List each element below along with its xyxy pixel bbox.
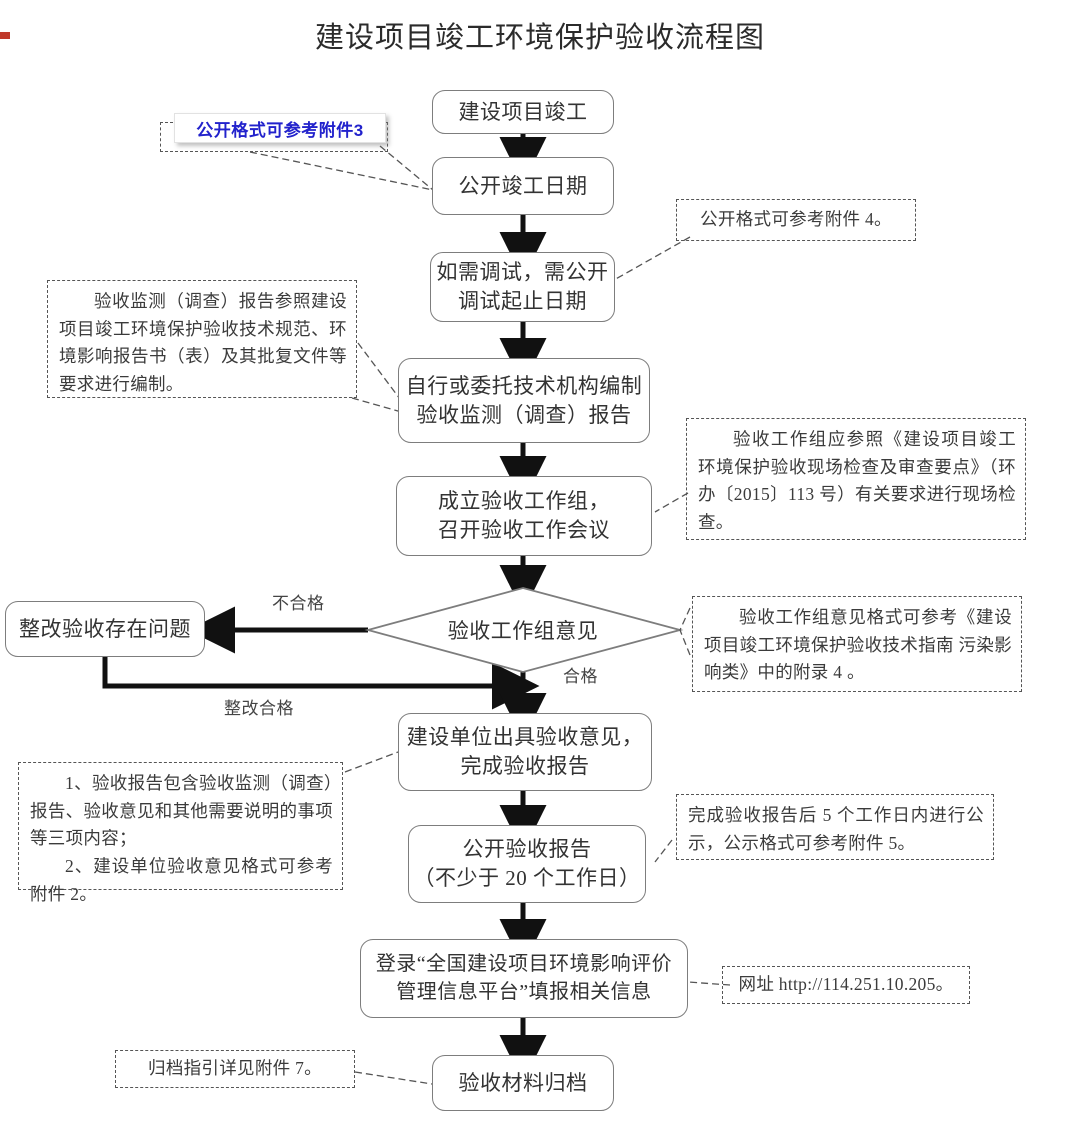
red-corner-mark [0, 32, 10, 39]
note-workgroup-opinion: 验收工作组意见格式可参考《建设项目竣工环境保护验收技术指南 污染影响类》中的附录… [692, 596, 1022, 692]
node-commissioning-dates[interactable]: 如需调试，需公开 调试起止日期 [430, 252, 615, 322]
decision-label: 验收工作组意见 [447, 619, 599, 643]
node-line: 自行或委托技术机构编制 [405, 373, 643, 398]
edge-label-pass: 合格 [563, 667, 598, 686]
node-line: 管理信息平台”填报相关信息 [396, 980, 652, 1003]
note-text-line1: 1、验收报告包含验收监测（调查）报告、验收意见和其他需要说明的事项等三项内容； [30, 773, 333, 849]
note-workgroup-inspection: 验收工作组应参照《建设项目竣工环境保护验收现场检查及审查要点》（环办〔2015〕… [686, 418, 1026, 540]
node-line: 验收材料归档 [458, 1070, 588, 1095]
note-archive: 归档指引详见附件 7。 [115, 1050, 355, 1088]
node-establish-workgroup[interactable]: 成立验收工作组， 召开验收工作会议 [396, 476, 652, 556]
note-text: 验收工作组意见格式可参考《建设项目竣工环境保护验收技术指南 污染影响类》中的附录… [704, 607, 1012, 683]
page-title: 建设项目竣工环境保护验收流程图 [314, 22, 765, 54]
note-text: 完成验收报告后 5 个工作日内进行公示，公示格式可参考附件 5。 [688, 805, 984, 853]
node-rectify-issues[interactable]: 整改验收存在问题 [5, 601, 205, 657]
node-line: 建设项目竣工 [458, 99, 588, 124]
edge-label-rectified: 整改合格 [224, 699, 294, 718]
note-attachment4: 公开格式可参考附件 4。 [676, 199, 916, 241]
node-line: （不少于 20 个工作日） [413, 866, 641, 890]
node-archive-materials[interactable]: 验收材料归档 [432, 1055, 614, 1111]
node-publish-acceptance-report[interactable]: 公开验收报告 （不少于 20 个工作日） [408, 825, 646, 903]
node-prepare-acceptance-report[interactable]: 自行或委托技术机构编制 验收监测（调查）报告 [398, 358, 650, 443]
edge-label-fail: 不合格 [272, 594, 325, 613]
node-line: 整改验收存在问题 [19, 616, 191, 641]
node-issue-acceptance-opinion[interactable]: 建设单位出具验收意见， 完成验收报告 [398, 713, 652, 791]
node-project-completion[interactable]: 建设项目竣工 [432, 90, 614, 134]
node-line: 验收监测（调查）报告 [416, 402, 632, 427]
node-line: 完成验收报告 [460, 754, 590, 778]
note-text-line2: 2、建设单位验收意见格式可参考附件 2。 [30, 855, 333, 904]
node-line: 成立验收工作组， [438, 489, 610, 514]
node-line: 公开验收报告 [462, 837, 592, 862]
note-text: 验收监测（调查）报告参照建设项目竣工环境保护验收技术规范、环境影响报告书（表）及… [59, 291, 347, 394]
node-line: 召开验收工作会议 [438, 518, 610, 542]
node-line: 调试起止日期 [458, 289, 587, 313]
node-line: 公开竣工日期 [458, 173, 588, 198]
note-website: 网址 http://114.251.10.205。 [722, 966, 970, 1004]
note-report-contents: 1、验收报告包含验收监测（调查）报告、验收意见和其他需要说明的事项等三项内容； … [18, 762, 343, 904]
note-monitoring-report: 验收监测（调查）报告参照建设项目竣工环境保护验收技术规范、环境影响报告书（表）及… [47, 280, 357, 398]
note-publicity: 完成验收报告后 5 个工作日内进行公示，公示格式可参考附件 5。 [676, 794, 994, 860]
node-login-eia-platform[interactable]: 登录“全国建设项目环境影响评价 管理信息平台”填报相关信息 [360, 939, 688, 1018]
node-line: 登录“全国建设项目环境影响评价 [375, 952, 673, 975]
note-attachment3: 公开格式可参考附件3 [174, 113, 386, 143]
node-line: 如需调试，需公开 [436, 260, 609, 285]
node-publish-completion-date[interactable]: 公开竣工日期 [432, 157, 614, 215]
node-line: 建设单位出具验收意见， [406, 725, 644, 750]
note-text: 验收工作组应参照《建设项目竣工环境保护验收现场检查及审查要点》（环办〔2015〕… [698, 429, 1016, 532]
